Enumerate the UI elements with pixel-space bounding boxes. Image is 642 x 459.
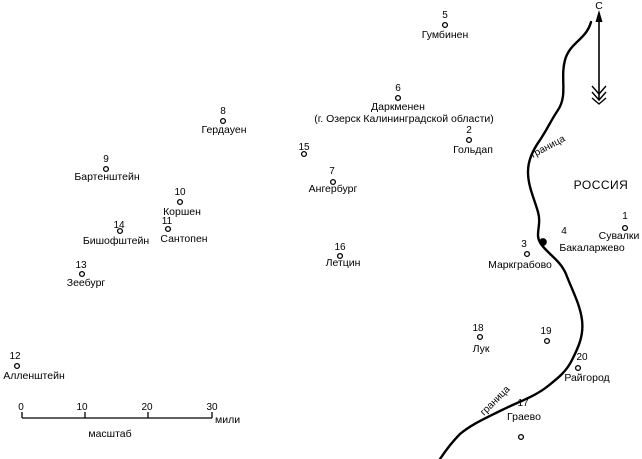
town-marker-icon — [336, 252, 344, 260]
place-number: 7 — [329, 166, 335, 177]
border-label-upper: граница — [529, 133, 567, 160]
town-marker-icon — [164, 225, 172, 233]
place-name: Гумбинен — [422, 29, 469, 41]
place-name: Бакаларжево — [559, 242, 625, 254]
town-marker-icon — [523, 250, 531, 258]
north-label: С — [595, 0, 603, 12]
place-name: Бишофштейн — [83, 235, 149, 247]
place-number: 4 — [561, 226, 567, 237]
border-line — [438, 20, 593, 459]
place-number: 15 — [298, 142, 310, 153]
scale-caption: масштаб — [88, 428, 131, 440]
place-number: 20 — [576, 352, 588, 363]
town-marker-icon — [116, 227, 124, 235]
town-marker-icon — [78, 270, 86, 278]
place-name: Лук — [473, 343, 490, 355]
place-name: Сувалки — [599, 230, 640, 242]
place-number: 17 — [517, 398, 529, 409]
scale-unit: мили — [215, 414, 240, 426]
town-marker-icon — [621, 224, 629, 232]
place-number: 11 — [162, 216, 173, 227]
north-arrow-icon — [591, 10, 607, 105]
place-name: Гольдап — [453, 144, 493, 156]
place-name: Летцин — [326, 257, 361, 269]
place-name: Бартенштейн — [74, 171, 139, 183]
town-marker-icon — [394, 94, 402, 102]
scale-tick-20: 20 — [141, 402, 153, 413]
place-name: Граево — [507, 411, 541, 423]
town-marker-icon — [329, 178, 337, 186]
town-marker-icon — [539, 238, 547, 246]
scale-tick-0: 0 — [18, 402, 24, 413]
place-name: Райгород — [564, 372, 609, 384]
place-number: 12 — [9, 351, 21, 362]
place-note: (г. Озерск Калининградской области) — [314, 113, 494, 125]
town-marker-icon — [517, 433, 525, 441]
place-markers: 1Сувалки2Гольдап3Маркграбово4Бакаларжево… — [3, 10, 640, 441]
town-marker-icon — [102, 165, 110, 173]
place-name: Коршен — [163, 206, 201, 218]
place-number: 13 — [75, 260, 87, 271]
place-number: 8 — [220, 106, 226, 117]
place-name: Гердауен — [201, 124, 246, 136]
place-number: 3 — [521, 239, 527, 250]
place-number: 5 — [442, 10, 448, 21]
place-number: 2 — [466, 125, 472, 136]
place-number: 10 — [174, 187, 186, 198]
place-15: 15 — [298, 142, 310, 158]
place-name: Даркменен — [371, 101, 425, 113]
place-19: 19 — [540, 326, 552, 345]
place-name: Ангербург — [309, 183, 358, 195]
place-name: Сантопен — [160, 233, 207, 245]
place-name: Зеебург — [67, 277, 106, 289]
place-number: 16 — [334, 242, 346, 253]
town-marker-icon — [441, 21, 449, 29]
town-marker-icon — [176, 198, 184, 206]
place-number: 14 — [113, 220, 125, 231]
town-marker-icon — [574, 364, 582, 372]
place-number: 6 — [395, 83, 401, 94]
town-marker-icon — [13, 362, 21, 370]
place-name: Алленштейн — [3, 370, 65, 382]
town-marker-icon — [476, 333, 484, 341]
place-number: 18 — [472, 323, 484, 334]
town-marker-icon — [543, 337, 551, 345]
place-name: Маркграбово — [488, 259, 552, 271]
scale-bar — [21, 412, 213, 419]
place-number: 1 — [622, 211, 628, 222]
place-number: 19 — [540, 326, 552, 337]
country-label: РОССИЯ — [574, 178, 629, 192]
place-number: 9 — [103, 154, 109, 165]
town-marker-icon — [465, 136, 473, 144]
town-marker-icon — [300, 150, 308, 158]
scale-tick-30: 30 — [206, 402, 218, 413]
town-marker-icon — [219, 117, 227, 125]
scale-tick-10: 10 — [76, 402, 88, 413]
